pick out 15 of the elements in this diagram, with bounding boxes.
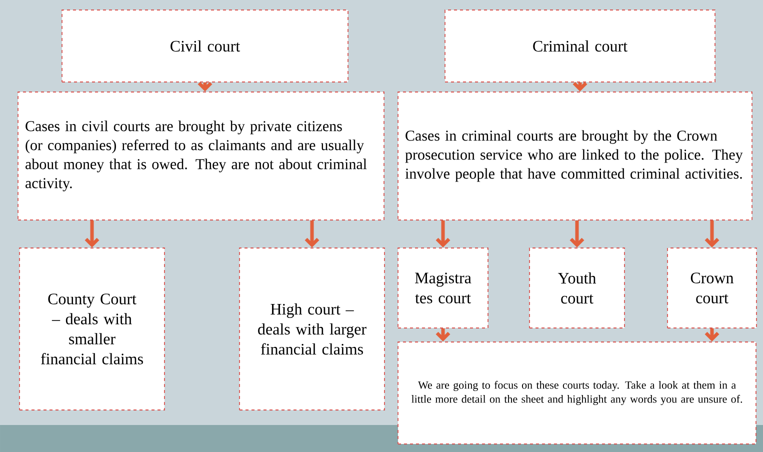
arrow [436,220,450,248]
arrow [704,220,720,248]
arrow [84,220,100,248]
text-box: Youth court [529,248,625,328]
text-box: County Court – deals with smaller financial claims [19,248,165,410]
text-box: Magistra tes court [398,248,488,328]
text-box: Crown court [667,248,757,328]
text-box: Civil court [62,10,348,82]
text-box: We are going to focus on these courts today. Take a look at them in a little more detail on the sheet and highlight any words you are unsure of. [398,342,756,444]
text-box: Criminal court [444,10,716,82]
arrow [570,220,584,248]
arrow [304,220,320,248]
text-box: Cases in civil courts are brought by private citizens (or companies) referred to as claimants and are usually about money that is owed. They are not about criminal activity. [18,92,384,220]
text-box: High court – deals with larger financial claims [239,248,385,410]
text-box: Cases in criminal courts are brought by the Crown prosecution service who are linked to the police. They involve people that have committed criminal activities. [398,92,752,220]
